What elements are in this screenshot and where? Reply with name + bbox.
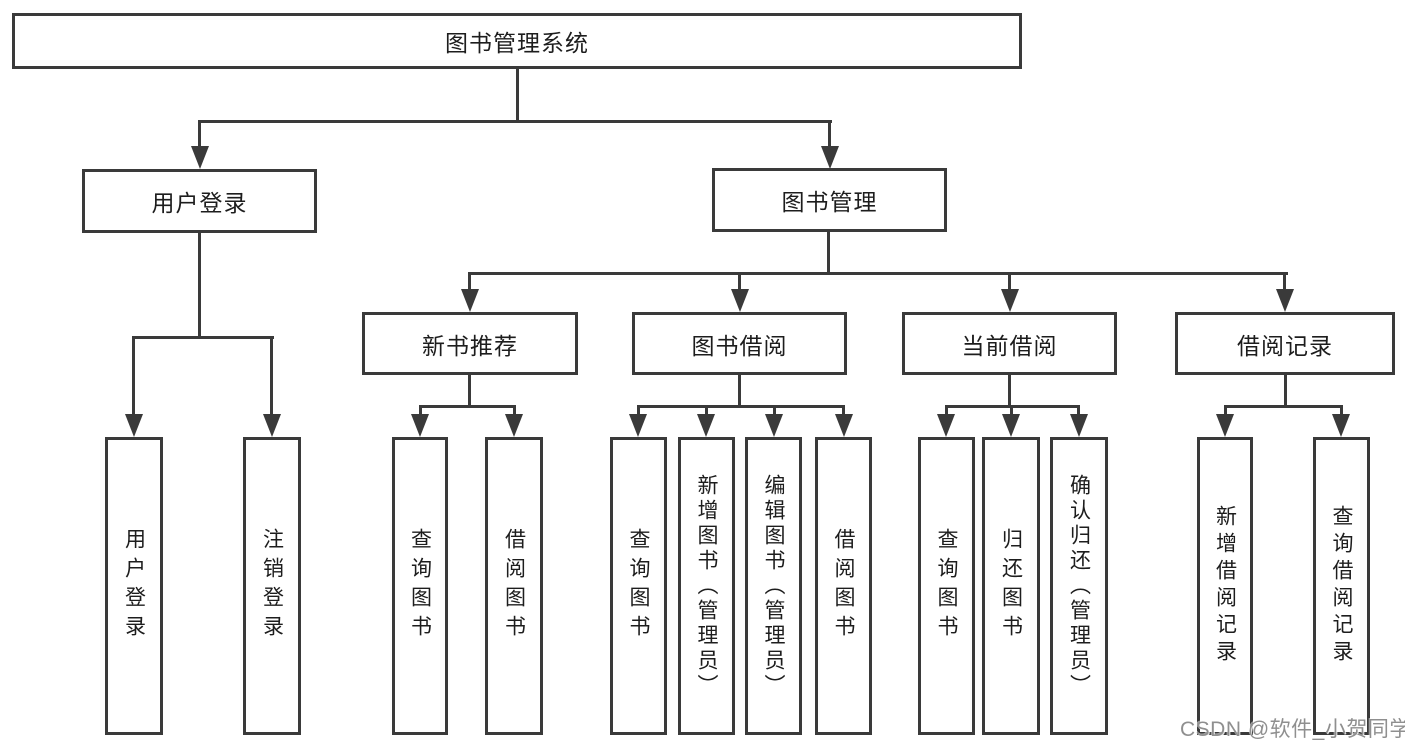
connector-newbooks-stem bbox=[468, 375, 471, 408]
arrow-to-recadd bbox=[1216, 414, 1234, 437]
arrow-to-bookborrow bbox=[731, 289, 749, 312]
leaf-newbooks-borrow: 借阅图书 bbox=[485, 437, 543, 735]
connector-root-stem bbox=[516, 69, 519, 123]
connector-newbooks-rail bbox=[419, 405, 516, 408]
arrow-to-curreturn bbox=[1002, 414, 1020, 437]
arrow-to-newborrow bbox=[505, 414, 523, 437]
connector-userlogin-stem bbox=[198, 233, 201, 339]
connector-drop-curquery bbox=[945, 405, 948, 417]
node-new-book-recommend: 新书推荐 bbox=[362, 312, 578, 375]
csdn-watermark: CSDN @软件_小贺同学 bbox=[1180, 718, 1405, 741]
arrow-to-borborrow bbox=[835, 414, 853, 437]
connector-drop-borquery bbox=[637, 405, 640, 417]
leaf-current-confirm-admin: 确认归还（管理员） bbox=[1050, 437, 1108, 735]
node-root: 图书管理系统 bbox=[12, 13, 1022, 69]
connector-drop-user-login bbox=[198, 120, 201, 150]
connector-records-rail bbox=[1224, 405, 1343, 408]
connector-currentborrow-stem bbox=[1008, 375, 1011, 408]
connector-drop-currentborrow bbox=[1008, 272, 1011, 292]
connector-drop-boredit bbox=[773, 405, 776, 417]
arrow-to-boredit bbox=[765, 414, 783, 437]
leaf-newbooks-query: 查询图书 bbox=[392, 437, 448, 735]
connector-userlogin-rail bbox=[132, 336, 274, 339]
arrow-to-newbooks bbox=[461, 289, 479, 312]
connector-drop-newquery bbox=[419, 405, 422, 417]
node-book-management: 图书管理 bbox=[712, 168, 947, 232]
connector-drop-recquery bbox=[1340, 405, 1343, 417]
connector-bookborrow-stem bbox=[738, 375, 741, 408]
arrow-to-book-mgmt bbox=[821, 146, 839, 169]
leaf-current-return: 归还图书 bbox=[982, 437, 1040, 735]
connector-drop-bookborrow bbox=[738, 272, 741, 292]
connector-drop-leaf-login bbox=[132, 336, 135, 416]
arrow-to-leaf-login bbox=[125, 414, 143, 437]
arrow-to-user-login bbox=[191, 146, 209, 169]
arrow-to-boradd bbox=[697, 414, 715, 437]
connector-drop-book-mgmt bbox=[828, 120, 831, 150]
node-current-borrow: 当前借阅 bbox=[902, 312, 1117, 375]
connector-records-stem bbox=[1284, 375, 1287, 408]
connector-drop-boradd bbox=[705, 405, 708, 417]
arrow-to-leaf-logout bbox=[263, 414, 281, 437]
leaf-user-login: 用户登录 bbox=[105, 437, 163, 735]
leaf-records-add: 新增借阅记录 bbox=[1197, 437, 1253, 735]
arrow-to-borquery bbox=[629, 414, 647, 437]
node-book-borrow: 图书借阅 bbox=[632, 312, 847, 375]
connector-root-rail bbox=[198, 120, 832, 123]
arrow-to-recquery bbox=[1332, 414, 1350, 437]
leaf-borrow-borrow: 借阅图书 bbox=[815, 437, 872, 735]
leaf-borrow-edit-admin: 编辑图书（管理员） bbox=[745, 437, 802, 735]
arrow-to-curconfirm bbox=[1070, 414, 1088, 437]
connector-drop-curreturn bbox=[1010, 405, 1013, 417]
node-borrow-records: 借阅记录 bbox=[1175, 312, 1395, 375]
connector-bookmgmt-stem bbox=[827, 232, 830, 275]
connector-drop-records bbox=[1283, 272, 1286, 292]
connector-drop-leaf-logout bbox=[270, 336, 273, 416]
leaf-records-query: 查询借阅记录 bbox=[1313, 437, 1370, 735]
arrow-to-currentborrow bbox=[1001, 289, 1019, 312]
leaf-user-logout: 注销登录 bbox=[243, 437, 301, 735]
leaf-current-query: 查询图书 bbox=[918, 437, 975, 735]
leaf-borrow-add-admin: 新增图书（管理员） bbox=[678, 437, 735, 735]
connector-bookmgmt-rail bbox=[468, 272, 1288, 275]
arrow-to-newquery bbox=[411, 414, 429, 437]
leaf-borrow-query: 查询图书 bbox=[610, 437, 667, 735]
connector-drop-borborrow bbox=[842, 405, 845, 417]
connector-drop-newbooks bbox=[468, 272, 471, 292]
arrow-to-records bbox=[1276, 289, 1294, 312]
connector-drop-curconfirm bbox=[1077, 405, 1080, 417]
connector-bookborrow-rail bbox=[637, 405, 845, 408]
connector-drop-newborrow bbox=[513, 405, 516, 417]
arrow-to-curquery bbox=[937, 414, 955, 437]
connector-drop-recadd bbox=[1224, 405, 1227, 417]
node-user-login: 用户登录 bbox=[82, 169, 317, 233]
